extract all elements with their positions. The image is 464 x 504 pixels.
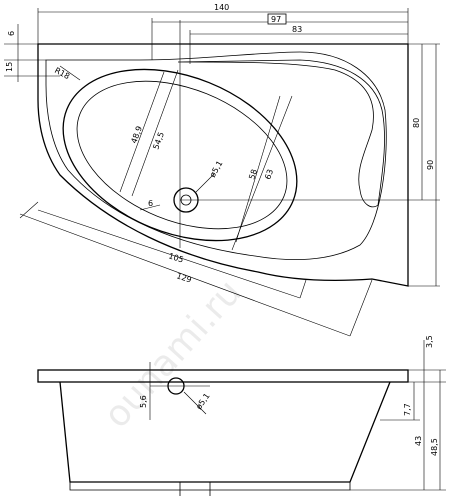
dim-ellipse-minor-inner: 48,9 — [129, 125, 144, 145]
dim-height-overall: 90 — [426, 160, 435, 170]
dim-overflow-diameter: ø5,1 — [194, 392, 211, 412]
dim-width-overall: 140 — [214, 3, 229, 12]
dim-rim-thickness: 3,5 — [425, 335, 434, 348]
dim-drain-diameter: ø5,1 — [208, 159, 225, 179]
side-view: 5,6 ø5,1 3,5 7,7 43 48,5 — [37, 335, 446, 496]
dim-height-inner: 80 — [412, 118, 421, 128]
dim-rim-offset: 15 — [5, 62, 14, 72]
tub-outer-ellipse — [62, 68, 298, 242]
dim-ellipse-major-outer: 63 — [263, 168, 275, 180]
side-rim — [37, 369, 409, 383]
drain-outer — [173, 187, 199, 213]
boxed-dimension-frame — [267, 13, 287, 25]
rim-inner-line — [45, 51, 387, 261]
dim-ellipse-major-inner: 58 — [247, 168, 259, 180]
dim-drain-depth: 7,7 — [403, 403, 412, 416]
dim-ellipse-minor-outer: 54,5 — [151, 131, 166, 151]
dim-rim-small: 6 — [7, 31, 16, 36]
dim-tub-depth: 43 — [414, 436, 423, 446]
dim-overall-height: 48,5 — [430, 438, 439, 456]
outer-contour — [37, 43, 409, 287]
dim-overflow-offset: 5,6 — [139, 395, 148, 408]
dim-inner-width: 83 — [292, 25, 302, 34]
headrest-shape — [177, 59, 385, 208]
dim-corner-radius: R18 — [53, 66, 71, 81]
watermark: ounami.ru — [96, 272, 249, 436]
dim-drain-offset: 6 — [148, 199, 153, 208]
dim-boxed: 97 — [271, 15, 281, 24]
drain-inner — [180, 194, 192, 206]
dim-overall-length: 129 — [175, 271, 192, 284]
dim-bottom-length: 105 — [167, 251, 184, 264]
top-view — [37, 20, 409, 287]
tub-inner-ellipse — [76, 80, 288, 230]
